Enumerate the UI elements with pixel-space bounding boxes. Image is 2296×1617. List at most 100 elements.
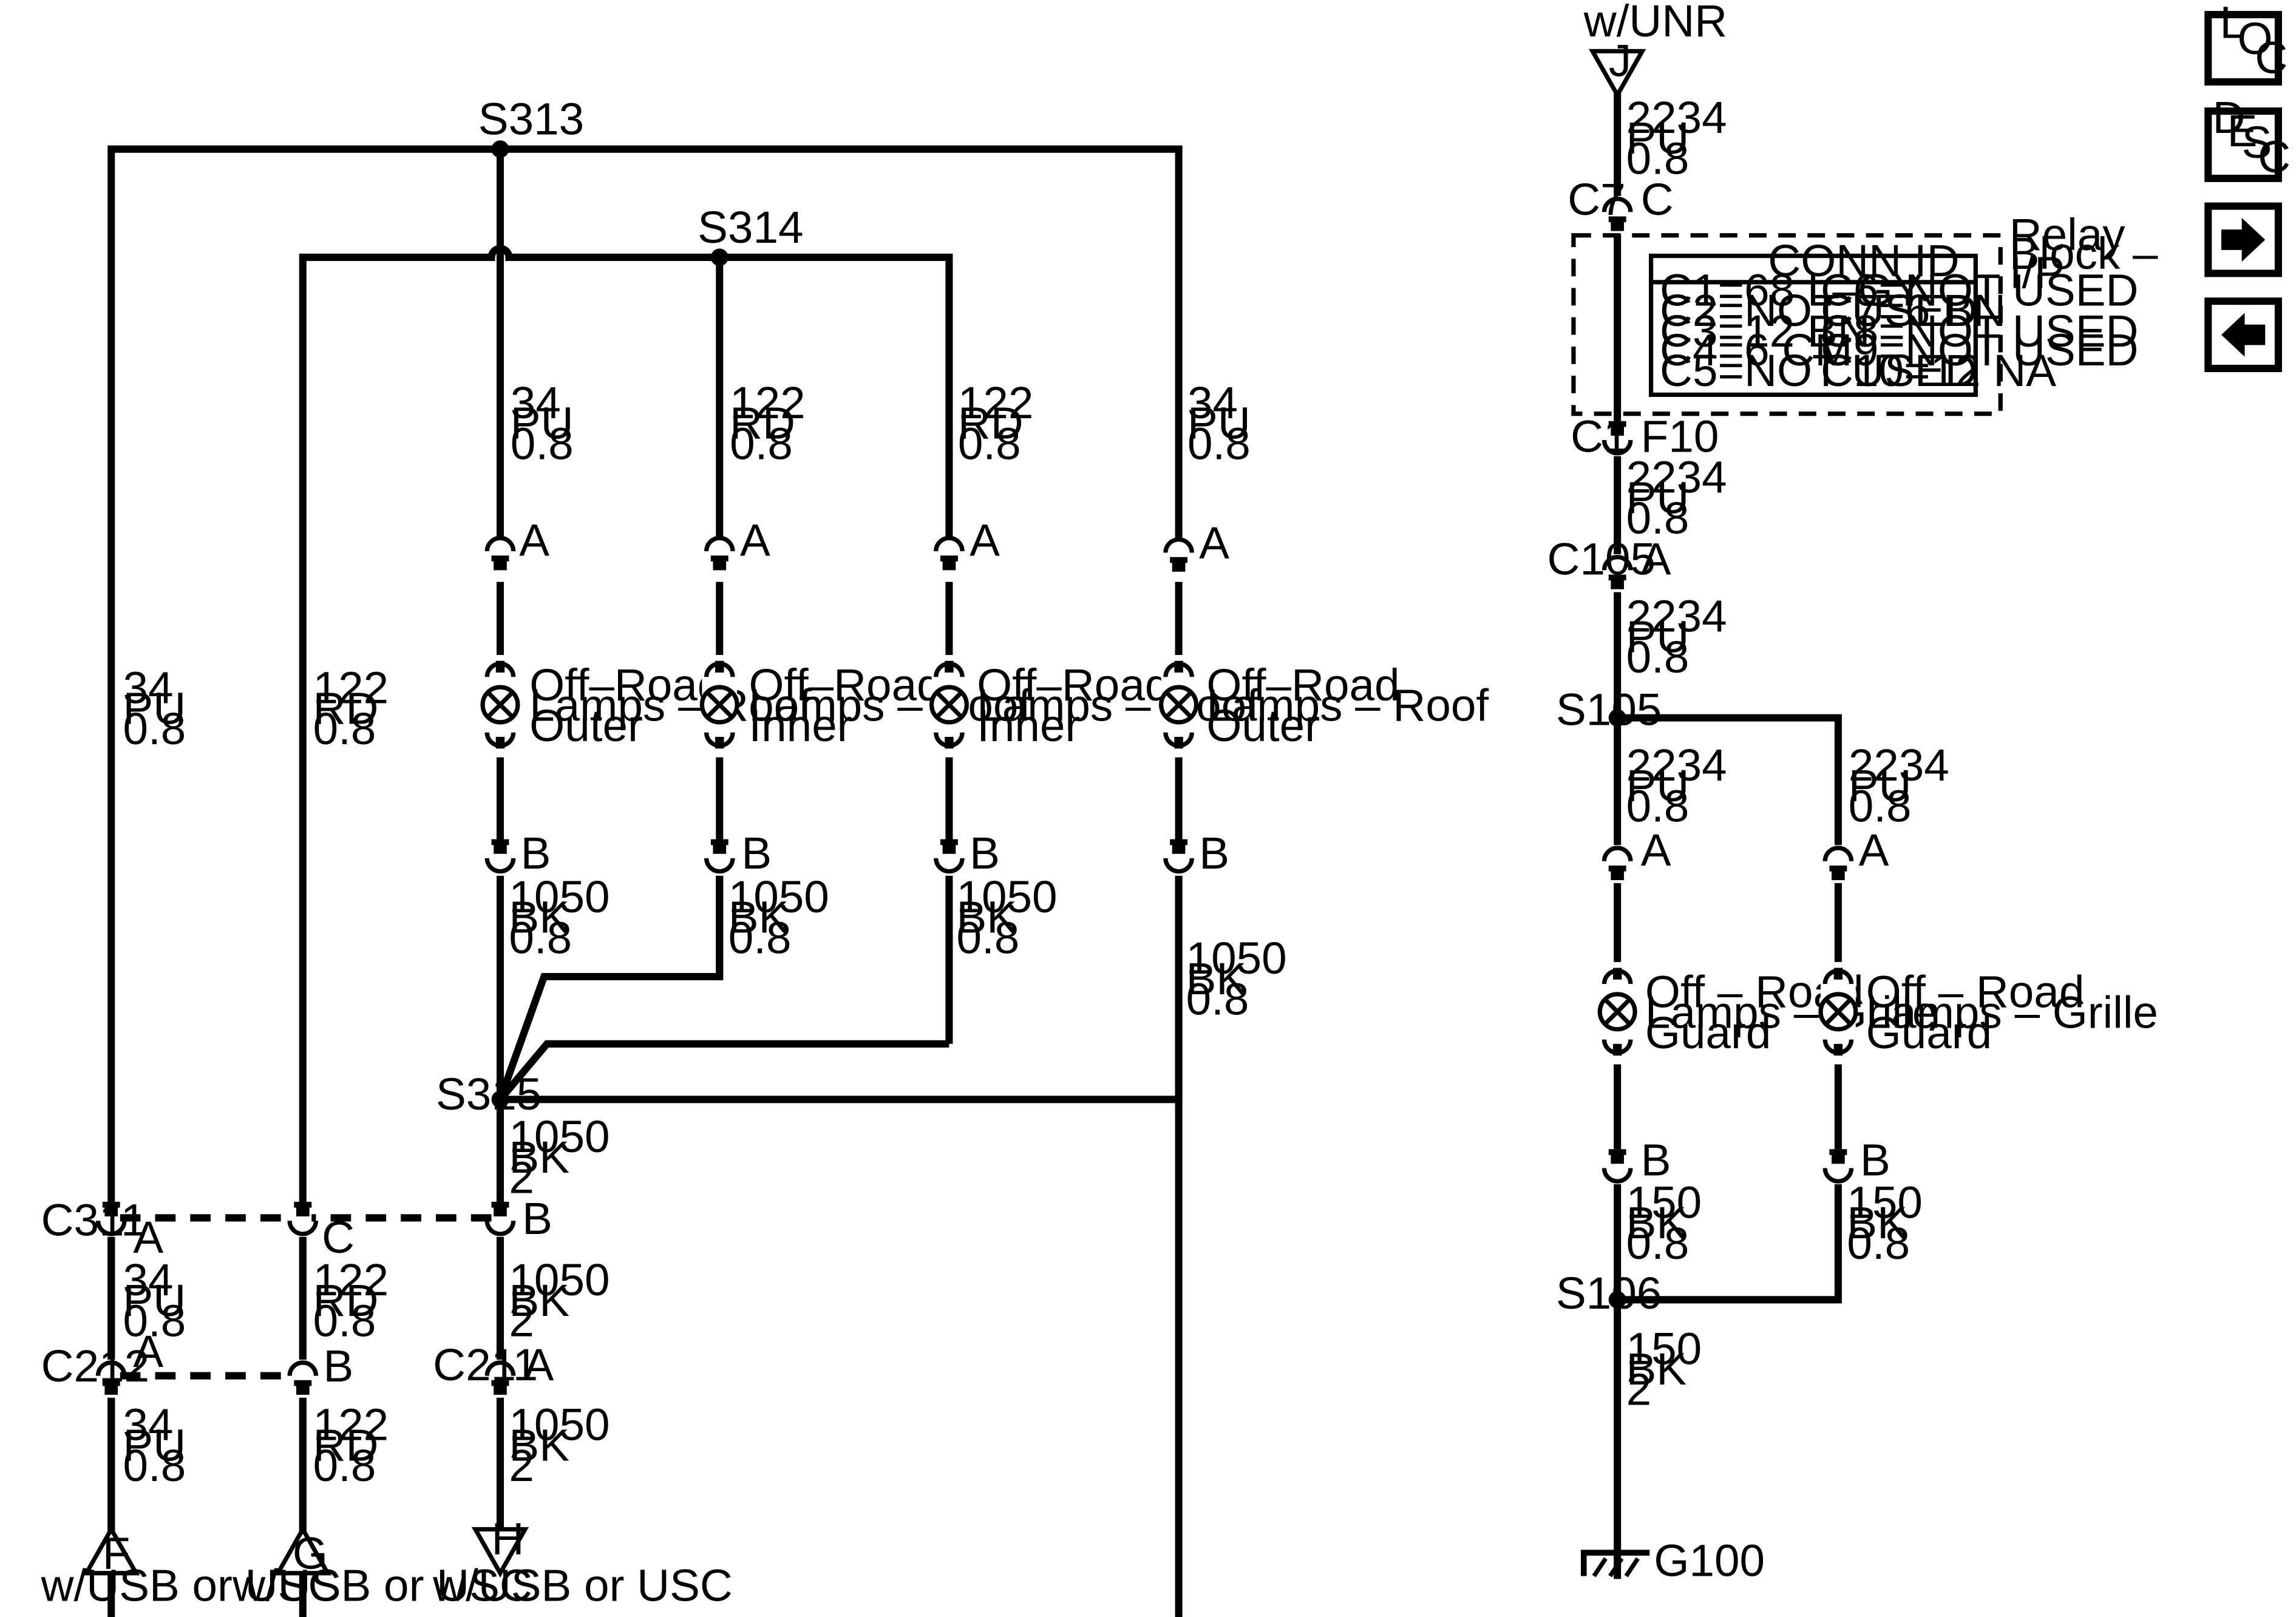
svg-text:BK: BK	[509, 1275, 569, 1326]
svg-text:0.8: 0.8	[511, 418, 574, 469]
svg-text:BK: BK	[509, 1419, 569, 1470]
svg-text:1050: 1050	[729, 871, 829, 922]
connector-c7: C7 C	[1567, 174, 1674, 234]
svg-text:0.8: 0.8	[1626, 631, 1690, 682]
svg-text:0.8: 0.8	[1186, 974, 1249, 1025]
svg-text:C: C	[2258, 131, 2291, 182]
lamp-label: Outer	[529, 700, 643, 751]
pin-label: A	[1641, 534, 1671, 585]
lamp-label: Off–Road	[529, 659, 722, 710]
svg-text:2234: 2234	[1626, 739, 1727, 790]
svg-text:RD: RD	[730, 398, 795, 449]
svg-text:2234: 2234	[1626, 92, 1727, 143]
lamp-grille-guard-right: Off – Road Lamps – Grille Guard	[1821, 961, 2158, 1065]
svg-text:122: 122	[730, 377, 806, 428]
svg-text:PU: PU	[511, 398, 574, 449]
pin-label: B	[970, 827, 1000, 878]
connector-label: C1	[1571, 410, 1628, 461]
svg-text:0.8: 0.8	[1187, 418, 1251, 469]
wire-label-lamp4-a: 34 PU 0.8	[1187, 377, 1251, 469]
svg-text:PU: PU	[123, 1275, 186, 1326]
svg-text:0.8: 0.8	[509, 912, 572, 963]
svg-text:PU: PU	[1626, 611, 1690, 662]
pin-label: B	[522, 1193, 552, 1244]
splice-s105	[1608, 709, 1626, 727]
conn-id-row: C3=12 BN	[1660, 305, 1870, 356]
svg-text:PU: PU	[123, 682, 186, 733]
svg-text:BK: BK	[1626, 1343, 1687, 1394]
ref-g: G w/USB or USC	[232, 1525, 532, 1611]
svg-text:BK: BK	[956, 892, 1017, 943]
pin-label: B	[324, 1340, 354, 1391]
svg-text:O: O	[2237, 13, 2272, 64]
svg-text:D: D	[2213, 92, 2246, 143]
conn-id-title: CONN ID	[1768, 235, 1959, 286]
wire-label-c211-bk: 1050 BK 2	[509, 1399, 610, 1491]
relay-block-label: Block –	[2009, 228, 2158, 279]
next-button[interactable]	[2204, 202, 2282, 277]
splice-s314	[710, 248, 729, 266]
svg-text:2: 2	[509, 1151, 534, 1202]
ground-icon	[1580, 1550, 1650, 1578]
splice-s105-label: S105	[1556, 684, 1662, 735]
svg-text:2: 2	[1626, 1364, 1652, 1415]
svg-text:PU: PU	[123, 1419, 186, 1470]
svg-text:0.8: 0.8	[1626, 492, 1690, 543]
wire-label-c212-rd: 122 RD 0.8	[313, 1399, 389, 1491]
ground-label: G100	[1654, 1535, 1765, 1586]
svg-text:1050: 1050	[509, 1111, 610, 1162]
svg-text:BK: BK	[729, 892, 789, 943]
svg-text:1050: 1050	[509, 1254, 610, 1305]
svg-text:0.8: 0.8	[1849, 781, 1912, 832]
wire-label-s106-down: 150 BK 2	[1626, 1323, 1702, 1414]
wire-label-c105-down: 2234 PU 0.8	[1626, 591, 1727, 682]
svg-text:PU: PU	[1626, 760, 1690, 811]
lamp-label: Off–Road	[977, 659, 1170, 710]
lamp-roof-inner-right: Off–Road Lamps – Roof Inner	[932, 655, 1259, 758]
svg-text:1050: 1050	[956, 871, 1057, 922]
lamp-connectors-b: B B B B	[487, 827, 1229, 878]
pin-label: A	[1641, 824, 1671, 875]
desc-button[interactable]: D E S C	[2204, 92, 2291, 182]
pin-label: A	[133, 1326, 163, 1377]
prev-button[interactable]	[2204, 297, 2282, 373]
ref-condition: w/USB or USC	[432, 1560, 733, 1611]
lamp-roof-inner-left: Off–Road Lamps – Roof Inner	[702, 655, 1031, 758]
ref-h: H w/USB or USC	[432, 1513, 733, 1610]
lamp-label: Lamps – Grille	[1645, 986, 1937, 1037]
svg-text:34: 34	[1187, 377, 1238, 428]
lamp-label: Off–Road	[1206, 659, 1399, 710]
pin-label: A	[970, 514, 1000, 565]
svg-text:J: J	[1609, 35, 1631, 86]
wire-label-s105-right: 2234 PU 0.8	[1849, 739, 1949, 831]
bus-s314	[299, 245, 953, 1617]
loc-button[interactable]: L O C	[2204, 0, 2288, 86]
pin-label: B	[521, 827, 551, 878]
svg-text:0.8: 0.8	[1626, 133, 1690, 184]
conn-id-row: C4=6 CM	[1660, 324, 1852, 375]
svg-text:BK: BK	[509, 1131, 569, 1182]
lamp-label: Off – Road	[1866, 966, 2085, 1017]
svg-text:122: 122	[958, 377, 1034, 428]
ref-condition: w/USB or USC	[232, 1560, 532, 1611]
lamp-label: Inner	[749, 700, 852, 751]
splice-s315-label: S315	[436, 1068, 542, 1119]
svg-text:0.8: 0.8	[313, 1440, 376, 1491]
svg-text:1050: 1050	[509, 871, 610, 922]
conn-id-row: C2=NOT USED	[1660, 285, 1977, 336]
relay-block-label: Relay	[2009, 209, 2126, 260]
svg-text:150: 150	[1847, 1176, 1923, 1227]
wire-return-inner2	[497, 1040, 949, 1102]
lamp-label: Inner	[977, 700, 1080, 751]
wire-label-c311-pu: 34 PU 0.8	[123, 1254, 186, 1346]
svg-text:150: 150	[1626, 1323, 1702, 1374]
connector-c311: C311 A C B	[41, 1193, 552, 1263]
svg-text:0.8: 0.8	[1847, 1218, 1910, 1269]
svg-text:H: H	[492, 1513, 525, 1564]
lamp-label: Lamps – Roof	[749, 679, 1031, 730]
conn-id-row: C9=NOT USED	[1821, 324, 2138, 375]
left-circuit	[107, 145, 1183, 1617]
svg-text:2234: 2234	[1626, 591, 1727, 642]
svg-text:122: 122	[313, 1254, 389, 1305]
wire-label-lamp1-b: 1050 BK 0.8	[509, 871, 610, 963]
